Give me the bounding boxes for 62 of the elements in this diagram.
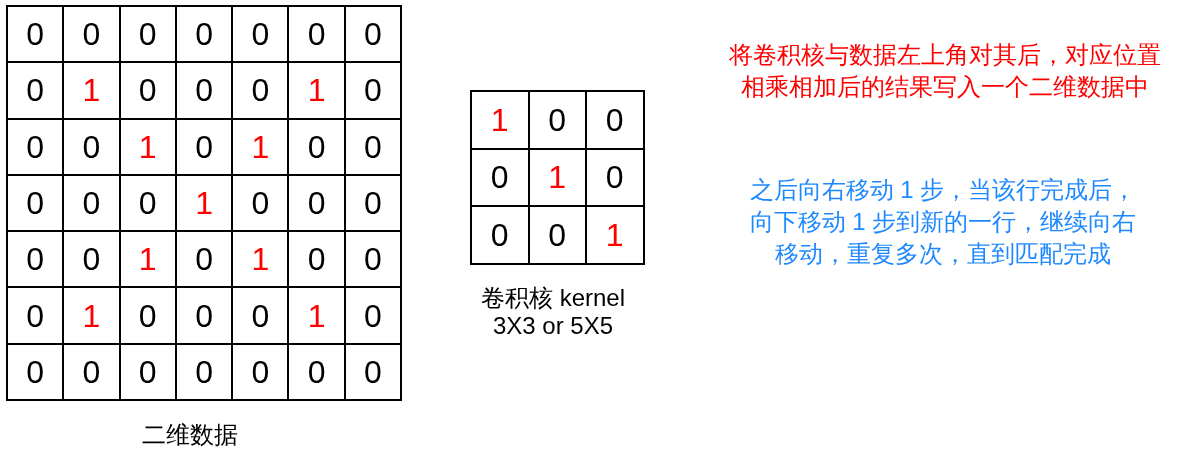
matrix-cell: 1 <box>288 62 345 119</box>
matrix-cell: 0 <box>63 343 120 401</box>
matrix-cell: 0 <box>7 231 64 288</box>
matrix-cell: 0 <box>119 62 176 119</box>
kernel-cell: 1 <box>528 148 586 206</box>
matrix-cell: 0 <box>175 287 233 344</box>
matrix-cell: 0 <box>63 118 120 175</box>
matrix-cell: 1 <box>119 231 176 288</box>
matrix-cell: 0 <box>344 118 402 175</box>
matrix-cell: 0 <box>175 62 233 119</box>
matrix-cell: 0 <box>7 6 64 63</box>
matrix-cell: 0 <box>232 287 289 344</box>
matrix-cell: 0 <box>344 62 402 119</box>
kernel-cell: 1 <box>586 206 644 264</box>
kernel-cell: 1 <box>471 91 529 149</box>
matrix-cell: 0 <box>344 174 402 232</box>
kernel-caption: 卷积核 kernel 3X3 or 5X5 <box>479 284 626 340</box>
matrix-cell: 0 <box>119 174 176 232</box>
matrix-cell: 0 <box>288 174 345 232</box>
matrix-cell: 0 <box>288 343 345 401</box>
matrix-cell: 1 <box>232 118 289 175</box>
matrix-cell: 0 <box>7 62 64 119</box>
matrix-cell: 0 <box>175 343 233 401</box>
matrix-cell: 1 <box>232 231 289 288</box>
matrix-cell: 0 <box>175 118 233 175</box>
kernel-cell: 0 <box>586 91 644 149</box>
matrix-cell: 0 <box>344 231 402 288</box>
matrix-cell: 0 <box>7 174 64 232</box>
matrix-cell: 1 <box>175 174 233 232</box>
matrix-cell: 0 <box>119 343 176 401</box>
kernel-cell: 0 <box>471 148 529 206</box>
kernel-cell: 0 <box>471 206 529 264</box>
matrix-cell: 0 <box>7 118 64 175</box>
matrix-cell: 0 <box>7 287 64 344</box>
matrix-cell: 0 <box>7 343 64 401</box>
matrix-cell: 0 <box>232 174 289 232</box>
matrix-cell: 0 <box>119 287 176 344</box>
kernel-cell: 0 <box>586 148 644 206</box>
matrix-cell: 1 <box>63 287 120 344</box>
matrix-cell: 0 <box>63 6 120 63</box>
matrix-cell: 0 <box>63 231 120 288</box>
matrix-cell: 0 <box>344 6 402 63</box>
matrix-cell: 1 <box>63 62 120 119</box>
note-text: 之后向右移动 1 步，当该行完成后，向下移动 1 步到新的一行，继续向右移动，重复多次，直到匹配完成 <box>748 175 1138 269</box>
kernel-cell: 0 <box>528 206 586 264</box>
matrix-cell: 0 <box>232 6 289 63</box>
matrix-cell: 0 <box>175 231 233 288</box>
matrix-cell: 0 <box>232 343 289 401</box>
matrix-cell: 0 <box>288 118 345 175</box>
matrix-cell: 1 <box>119 118 176 175</box>
matrix-cell: 0 <box>344 343 402 401</box>
matrix-cell: 0 <box>175 6 233 63</box>
matrix-cell: 0 <box>344 287 402 344</box>
matrix-cell: 0 <box>63 174 120 232</box>
matrix-cell: 0 <box>288 6 345 63</box>
matrix-cell: 0 <box>232 62 289 119</box>
matrix-cell: 1 <box>288 287 345 344</box>
kernel-cell: 0 <box>528 91 586 149</box>
matrix-cell: 0 <box>288 231 345 288</box>
note-text: 将卷积核与数据左上角对其后，对应位置相乘相加后的结果写入一个二维数据中 <box>728 40 1162 102</box>
matrix-cell: 0 <box>119 6 176 63</box>
grid-caption: 二维数据 <box>141 420 239 450</box>
